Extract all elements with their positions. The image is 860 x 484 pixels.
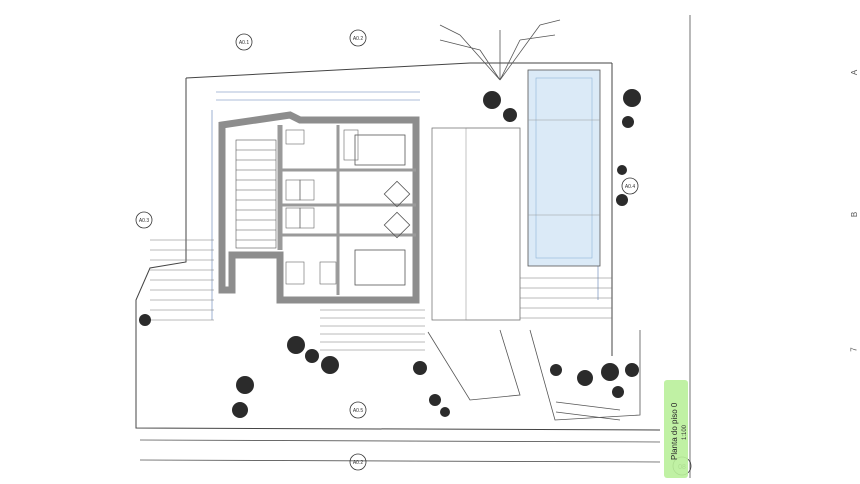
section-marker-top-left: A0.1 <box>235 33 253 51</box>
svg-text:A0.4: A0.4 <box>625 184 636 190</box>
bathroom-fixtures <box>285 129 359 285</box>
title-highlight <box>664 380 688 478</box>
vegetation <box>139 89 641 418</box>
section-marker-bottom: A0.5 <box>349 401 367 419</box>
patio <box>431 127 521 321</box>
pool-inner-edge <box>535 77 593 259</box>
planter-2 <box>555 411 621 421</box>
svg-text:A0.5: A0.5 <box>353 408 364 414</box>
bed-1 <box>354 134 406 166</box>
section-marker-right: A0.4 <box>621 177 639 195</box>
street-line <box>139 439 661 443</box>
svg-text:A0.2: A0.2 <box>353 460 364 466</box>
patio-inner <box>465 127 521 321</box>
entrance-stairs <box>320 309 425 351</box>
sheet-scale: 1:100 <box>682 424 688 440</box>
svg-text:A0.2: A0.2 <box>353 36 364 42</box>
margin-letter-middle: B <box>850 211 860 218</box>
bed-2 <box>354 249 406 286</box>
pool-steps <box>520 277 612 319</box>
section-marker-bottom-mid: A0.2 <box>349 453 367 471</box>
site-boundary-top <box>185 62 471 79</box>
section-marker-left: A0.3 <box>135 211 153 229</box>
svg-text:A0.3: A0.3 <box>139 218 150 224</box>
ramp-1 <box>427 329 521 401</box>
swimming-pool <box>527 69 601 267</box>
margin-letter-lower: 7 <box>849 347 859 352</box>
planter <box>555 401 621 411</box>
street-line-2 <box>139 459 661 463</box>
deck-area <box>150 239 214 321</box>
sheet-title: Planta do piso 0 <box>670 402 679 460</box>
house-outer-wall <box>218 111 420 304</box>
svg-text:A0.1: A0.1 <box>239 40 250 46</box>
site-boundary <box>135 78 661 431</box>
section-marker-top-mid: A0.2 <box>349 29 367 47</box>
armchair-2 <box>383 211 411 239</box>
margin-letter-top: A <box>850 69 860 76</box>
armchair-1 <box>383 180 411 208</box>
stair <box>235 139 277 249</box>
tree-canopy <box>439 19 561 81</box>
